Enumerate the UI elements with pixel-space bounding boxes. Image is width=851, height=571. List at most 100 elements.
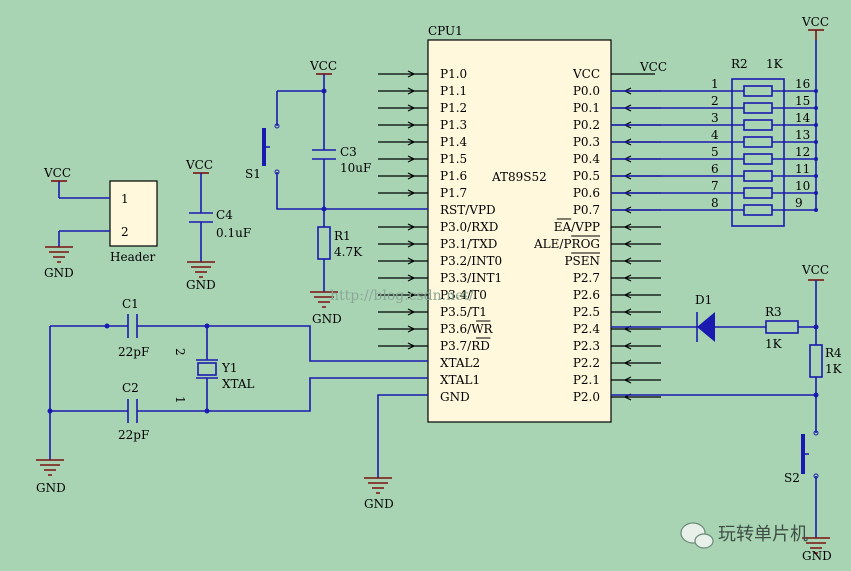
pin-arrow — [407, 189, 416, 197]
chip-right-pins: VCCP0.0P0.1P0.2P0.3P0.4P0.5P0.6P0.7EA/VP… — [533, 67, 661, 404]
r4-ref: R4 — [825, 346, 842, 360]
pin-arrow — [623, 291, 632, 299]
gnd-crystal: GND — [36, 481, 66, 495]
chip-left-pin-label: P1.7 — [440, 186, 467, 200]
c3-ref: C3 — [340, 145, 357, 159]
chip-left-pin-label: P1.4 — [440, 135, 468, 149]
chip-right-pin-label: P0.2 — [573, 118, 600, 132]
chip-left-pin-label: P1.3 — [440, 118, 467, 132]
resnet-resistor — [743, 119, 773, 131]
chip-right-pin-label: P0.7 — [573, 203, 600, 217]
chip-left-pin-label: P3.5/T1 — [440, 305, 487, 319]
chip-left-pin-label: P3.7/RD — [440, 339, 490, 353]
chip-right-pin-label: P0.5 — [573, 169, 600, 183]
resnet-right-pin: 9 — [795, 196, 803, 210]
resnet-resistor — [743, 102, 773, 114]
chip-left-pin-label: P3.1/TXD — [440, 237, 497, 251]
pin-arrow — [407, 87, 416, 95]
pin-arrow — [407, 223, 416, 231]
gnd-header: GND — [44, 266, 74, 280]
chip-left-pins: P1.0P1.1P1.2P1.3P1.4P1.5P1.6P1.7RST/VPDP… — [378, 67, 502, 404]
pin-arrow — [407, 240, 416, 248]
resnet-left-pin: 4 — [711, 128, 719, 142]
resnet-right-pin: 16 — [795, 77, 810, 91]
chip-right-pin-label: EA/VPP — [554, 220, 600, 234]
c4-value: 0.1uF — [216, 226, 251, 240]
c3-value: 10uF — [340, 161, 371, 175]
vcc-c4: VCC — [185, 158, 213, 172]
gnd-led: GND — [802, 549, 832, 563]
chip-right-pin-label: P2.5 — [573, 305, 600, 319]
vcc-header: VCC — [43, 166, 71, 180]
chip-right-pin-label: VCC — [572, 67, 600, 81]
chip-left-pin-label: P3.2/INT0 — [440, 254, 502, 268]
resnet-resistor — [743, 85, 773, 97]
chip-right-pin-label: P0.3 — [573, 135, 600, 149]
c1-ref: C1 — [122, 297, 139, 311]
r1-ref: R1 — [334, 229, 351, 243]
gnd-chip: GND — [364, 497, 394, 511]
s2-ref: S2 — [784, 471, 800, 485]
c1-value: 22pF — [118, 345, 149, 359]
r1-body — [317, 226, 331, 260]
pin-arrow — [623, 308, 632, 316]
resnet-left-pin: 3 — [711, 111, 719, 125]
resnet-left-pin: 8 — [711, 196, 719, 210]
pin-arrow — [407, 308, 416, 316]
chip-right-pin-label: ALE/PROG — [533, 237, 600, 251]
gnd-c4: GND — [186, 278, 216, 292]
resnet-right-pin: 12 — [795, 145, 810, 159]
chip-left-pin-label: P3.4/T0 — [440, 288, 487, 302]
chip-left-pin-label: P1.6 — [440, 169, 467, 183]
chip-left-pin-label: RST/VPD — [440, 203, 496, 217]
wechat-icon — [680, 522, 714, 549]
brand-name: 玩转单片机 — [718, 524, 808, 545]
d1-ref: D1 — [695, 293, 712, 307]
resnet-left-pin: 7 — [711, 179, 719, 193]
vcc-reset: VCC — [309, 59, 337, 73]
chip-part: AT89S52 — [491, 170, 547, 184]
header-pin2: 2 — [121, 225, 129, 239]
chip-right-pin-label: P2.0 — [573, 390, 600, 404]
resnet-right-pin: 10 — [795, 179, 810, 193]
c2-ref: C2 — [122, 381, 139, 395]
pin-arrow — [407, 70, 416, 78]
pin-arrow — [623, 274, 632, 282]
r3-body — [765, 320, 799, 334]
pin-arrow — [407, 172, 416, 180]
pin-arrow — [407, 274, 416, 282]
pin-arrow — [407, 342, 416, 350]
chip-right-pin-label: P0.4 — [573, 152, 601, 166]
chip-left-pin-label: P3.3/INT1 — [440, 271, 502, 285]
chip-left-pin-label: P3.0/RXD — [440, 220, 498, 234]
gnd-reset: GND — [312, 312, 342, 326]
chip-body — [427, 39, 612, 423]
chip-right-pin-label: P0.6 — [573, 186, 600, 200]
resnet-left-pin: 6 — [711, 162, 719, 176]
y1-pin1: 1 — [173, 396, 187, 404]
r1-value: 4.7K — [334, 245, 363, 259]
pin-arrow — [623, 376, 632, 384]
resnet-resistor — [743, 170, 773, 182]
pin-arrow — [407, 138, 416, 146]
pin-arrow — [407, 257, 416, 265]
chip-right-pin-label: P2.2 — [573, 356, 600, 370]
resnet-resistor — [743, 153, 773, 165]
chip-left-pin-label: P1.2 — [440, 101, 467, 115]
header-pin1: 1 — [121, 192, 129, 206]
resnet-left-pin: 5 — [711, 145, 719, 159]
pin-arrow — [623, 223, 632, 231]
r3-ref: R3 — [765, 305, 782, 319]
resnet-left-pin: 1 — [711, 77, 719, 91]
resnet-box — [731, 78, 785, 227]
pin-arrow — [407, 104, 416, 112]
pin-arrow — [407, 121, 416, 129]
y1-value: XTAL — [222, 377, 255, 391]
resnet-ref: R2 — [731, 57, 748, 71]
y1-pin2: 2 — [173, 348, 187, 356]
chip-right-pin-label: P2.7 — [573, 271, 600, 285]
resnet-value: 1K — [766, 57, 784, 71]
chip-left-pin-label: GND — [440, 390, 470, 404]
